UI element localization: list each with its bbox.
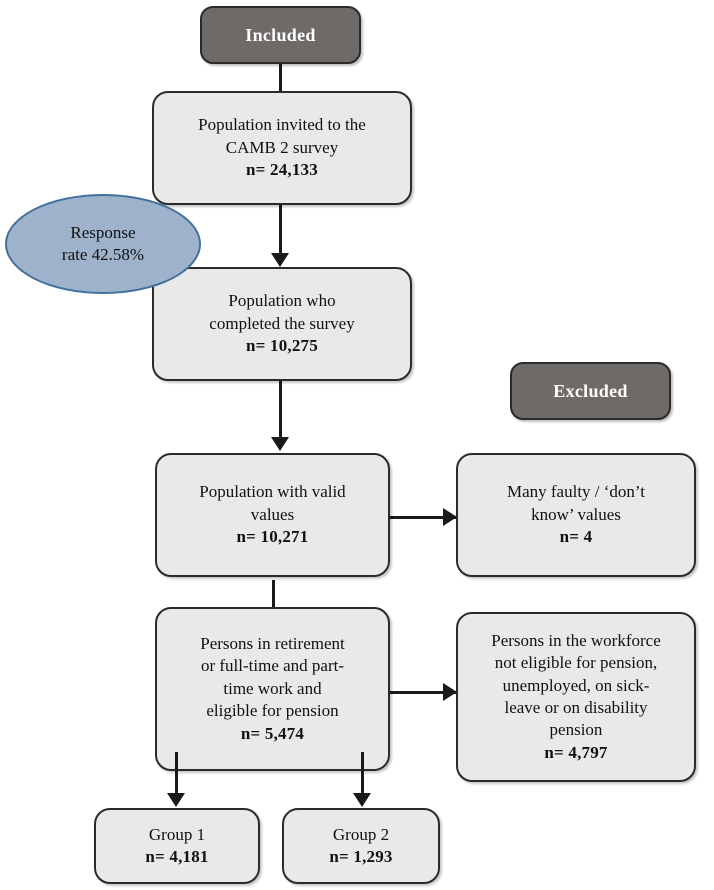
arrowhead-eligible-to-group1 (167, 793, 185, 807)
header-badge-included-label: Included (245, 24, 316, 45)
node-group-2: Group 2 n= 1,293 (282, 808, 440, 884)
header-badge-included: Included (200, 6, 361, 64)
node-group-2-value: n= 1,293 (329, 847, 393, 866)
node-eligible-for-pension-line3: time work and (223, 678, 322, 698)
node-eligible-for-pension-value: n= 5,474 (240, 723, 305, 743)
node-eligible-for-pension: Persons in retirement or full-time and p… (155, 607, 390, 771)
node-excluded-faulty-values-line1: Many faulty / ‘don’t (506, 482, 646, 502)
arrowhead-eligible-to-group2 (353, 793, 371, 807)
connector-eligible-to-group1 (175, 752, 178, 800)
annotation-response-rate-line1: Response (70, 222, 136, 242)
node-eligible-for-pension-line4: eligible for pension (206, 701, 339, 721)
connector-eligible-to-not-eligible (388, 691, 462, 694)
node-group-2-label: Group 2 (332, 824, 390, 844)
annotation-response-rate: Response rate 42.58% (5, 194, 201, 294)
node-population-invited-value: n= 24,133 (246, 160, 318, 180)
connector-valid-to-eligible (272, 580, 275, 608)
node-population-completed-line1: Population who (228, 291, 336, 311)
arrowhead-eligible-to-not-eligible (443, 683, 457, 701)
connector-included-to-invited (279, 64, 282, 94)
arrowhead-valid-to-faulty (443, 508, 457, 526)
node-excluded-not-eligible-line3: unemployed, on sick- (502, 675, 650, 695)
node-eligible-for-pension-line1: Persons in retirement (200, 633, 345, 653)
arrowhead-completed-to-valid (271, 437, 289, 451)
connector-valid-to-faulty (390, 516, 462, 519)
node-excluded-not-eligible-line1: Persons in the workforce (491, 630, 661, 650)
node-group-1: Group 1 n= 4,181 (94, 808, 260, 884)
header-badge-excluded: Excluded (510, 362, 671, 420)
node-excluded-faulty-values-value: n= 4 (559, 527, 593, 547)
node-population-completed-line2: completed the survey (209, 313, 355, 333)
node-population-valid-values-line1: Population with valid (199, 482, 346, 502)
arrowhead-invited-to-completed (271, 253, 289, 267)
node-excluded-not-eligible-line5: pension (549, 720, 603, 740)
node-excluded-faulty-values-line2: know’ values (531, 504, 621, 524)
node-population-valid-values-value: n= 10,271 (236, 527, 309, 547)
node-population-completed-value: n= 10,275 (246, 336, 318, 356)
node-group-1-label: Group 1 (148, 824, 206, 844)
header-badge-excluded-label: Excluded (553, 380, 628, 401)
connector-eligible-to-group2 (361, 752, 364, 800)
node-eligible-for-pension-line2: or full-time and part- (200, 656, 345, 676)
node-excluded-not-eligible-line2: not eligible for pension, (494, 653, 658, 673)
node-population-valid-values-line2: values (250, 504, 295, 524)
node-excluded-faulty-values: Many faulty / ‘don’t know’ values n= 4 (456, 453, 696, 577)
node-population-invited-line1: Population invited to the (198, 115, 366, 135)
node-excluded-not-eligible: Persons in the workforce not eligible fo… (456, 612, 696, 782)
node-excluded-not-eligible-value: n= 4,797 (544, 742, 608, 762)
annotation-response-rate-line2: rate 42.58% (61, 245, 145, 264)
connector-invited-to-completed (279, 205, 282, 261)
node-population-invited-line2: CAMB 2 survey (225, 137, 339, 157)
node-population-valid-values: Population with valid values n= 10,271 (155, 453, 390, 577)
node-excluded-not-eligible-line4: leave or on disability (504, 698, 648, 717)
node-population-invited: Population invited to the CAMB 2 survey … (152, 91, 412, 205)
node-group-1-value: n= 4,181 (145, 847, 209, 866)
connector-completed-to-valid (279, 381, 282, 447)
node-population-completed: Population who completed the survey n= 1… (152, 267, 412, 381)
